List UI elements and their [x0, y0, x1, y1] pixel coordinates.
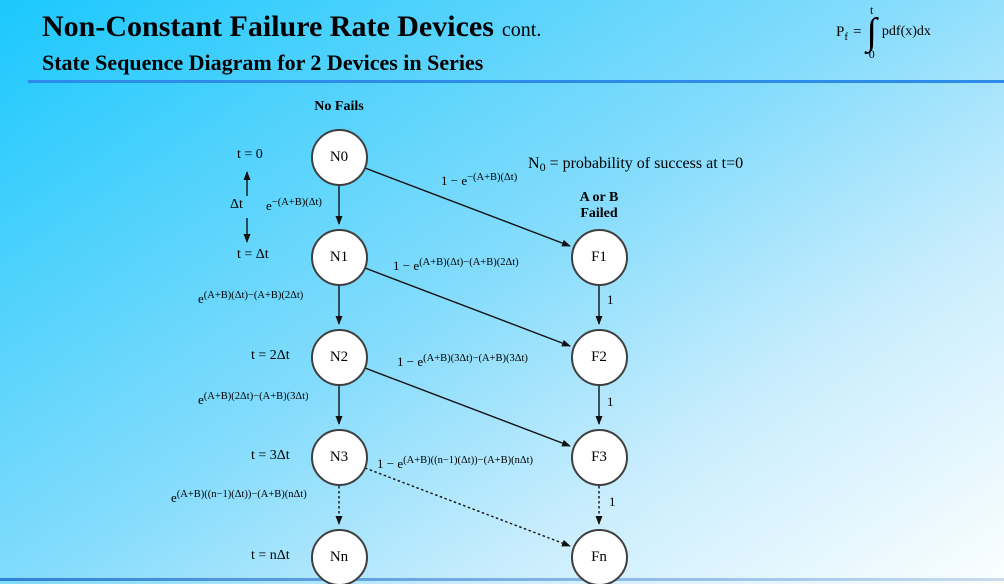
- arrow-n3-fn-dashed: [364, 467, 571, 547]
- time-label-t3: t = 3Δt: [251, 448, 290, 463]
- transition-label-n1-n2: e(A+B)(Δt)−(A+B)(2Δt): [198, 290, 304, 306]
- slide-header: Non-Constant Failure Rate Devices cont.: [42, 10, 541, 44]
- page-subtitle: State Sequence Diagram for 2 Devices in …: [42, 50, 484, 75]
- node-f2: F2: [570, 328, 628, 386]
- time-label-t2: t = 2Δt: [251, 348, 290, 363]
- integrand: pdf(x)dx: [881, 24, 931, 40]
- integral-symbol: t ∫ 0: [866, 3, 877, 62]
- arrow-n1-f2: [364, 267, 571, 347]
- time-label-t0: t = 0: [237, 147, 263, 162]
- transition-label-n3-fn: 1 − e(A+B)((n−1)(Δt))−(A+B)(nΔt): [377, 455, 534, 471]
- time-label-delta-t: Δt: [230, 197, 243, 212]
- transition-label-n3-nn: e(A+B)((n−1)(Δt))−(A+B)(nΔt): [171, 489, 307, 505]
- arrow-n2-f3: [364, 367, 571, 447]
- node-n3: N3: [310, 428, 368, 486]
- transition-label-f1-f2: 1: [607, 292, 614, 307]
- column-header-no-fails: No Fails: [314, 99, 364, 114]
- transition-label-n1-f2: 1 − e(A+B)(Δt)−(A+B)(2Δt): [393, 257, 519, 273]
- page-title: Non-Constant Failure Rate Devices: [42, 10, 494, 43]
- node-f1: F1: [570, 228, 628, 286]
- failure-probability-formula: Pf = t ∫ 0 pdf(x)dx: [836, 4, 931, 60]
- n0-definition-note: N0 = probability of success at t=0: [528, 155, 744, 174]
- node-n0: N0: [310, 128, 368, 186]
- arrow-n0-f1: [364, 167, 571, 247]
- page-title-suffix: cont.: [501, 19, 542, 41]
- transition-label-f3-fn: 1: [609, 494, 616, 509]
- title-rule-divider: [28, 80, 1004, 83]
- transition-label-f2-f3: 1: [607, 394, 614, 409]
- node-nn: Nn: [310, 528, 368, 584]
- transition-label-n2-n3: e(A+B)(2Δt)−(A+B)(3Δt): [198, 391, 309, 407]
- integral-sign-glyph: ∫: [866, 11, 877, 53]
- node-n1: N1: [310, 228, 368, 286]
- formula-lhs: Pf: [836, 23, 849, 43]
- time-label-tn: t = nΔt: [251, 548, 290, 563]
- bottom-rule-divider: [0, 578, 1004, 581]
- time-label-t1: t = Δt: [237, 247, 269, 262]
- node-fn: Fn: [570, 528, 628, 584]
- node-n2: N2: [310, 328, 368, 386]
- node-f3: F3: [570, 428, 628, 486]
- column-header-failed: A or B Failed: [579, 190, 619, 221]
- formula-equals: =: [853, 23, 862, 40]
- transition-label-n2-f3: 1 − e(A+B)(3Δt)−(A+B)(3Δt): [397, 353, 528, 369]
- transition-label-n0-n1: e−(A+B)(Δt): [266, 197, 322, 213]
- transition-label-n0-f1: 1 − e−(A+B)(Δt): [441, 172, 518, 188]
